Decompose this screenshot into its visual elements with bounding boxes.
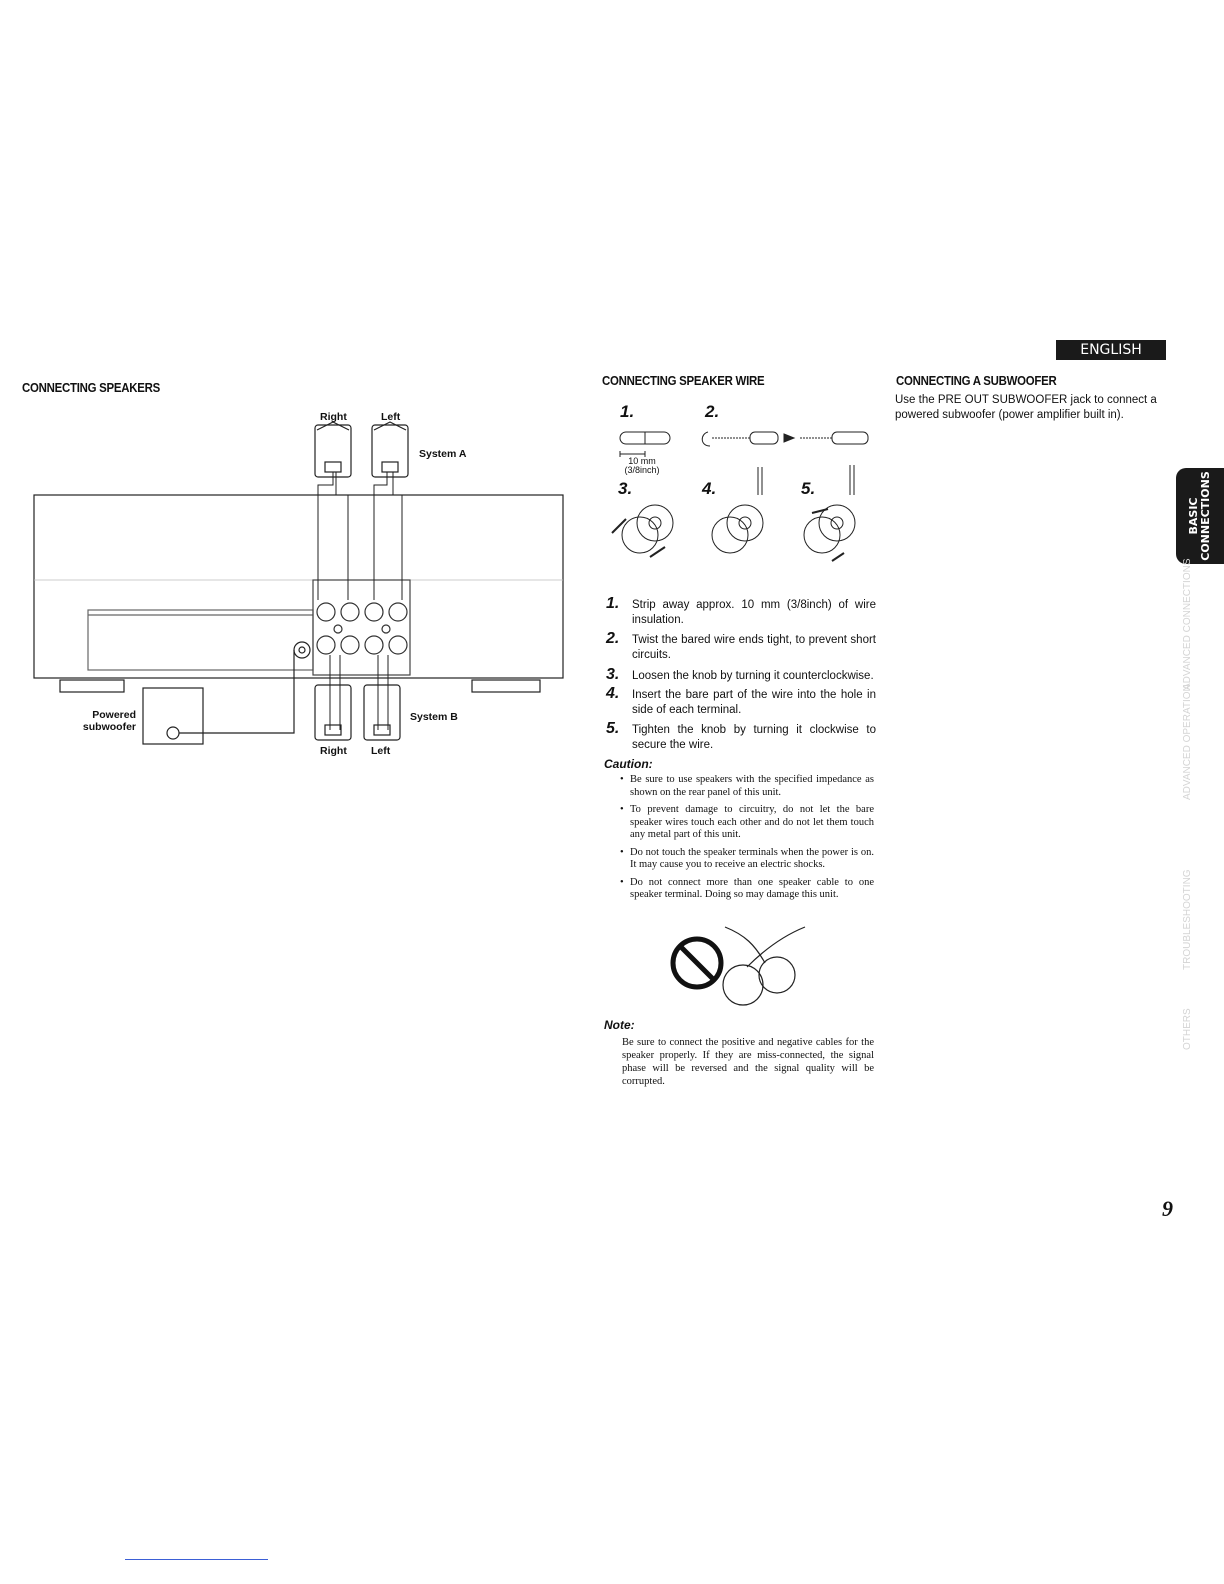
subwoofer-title: CONNECTING A SUBWOOFER	[896, 373, 1057, 388]
caution-item: Do not connect more than one speaker cab…	[620, 877, 874, 902]
figure-step-1: 1.	[620, 402, 635, 421]
section-tab-basic-connections[interactable]: BASIC CONNECTIONS	[1176, 468, 1224, 564]
receiver-rear-panel	[33, 494, 564, 679]
speaker-left-b	[363, 684, 401, 741]
dimension-mm: 10 mm	[628, 456, 656, 466]
step-number: 2.	[606, 630, 620, 647]
speaker-right-a	[314, 424, 352, 478]
language-tab: ENGLISH	[1056, 340, 1166, 360]
step-item-3: 3. Loosen the knob by turning it counter…	[606, 666, 876, 684]
faded-tab-advanced-operation: ADVANCED OPERATION	[1182, 684, 1193, 800]
no-multiple-cables-illustration	[670, 926, 806, 1006]
dimension-inch: (3/8inch)	[624, 465, 660, 475]
powered-subwoofer	[142, 687, 204, 745]
step-item-4: 4. Insert the bare part of the wire into…	[606, 685, 876, 718]
caution-item: To prevent damage to circuitry, do not l…	[620, 804, 874, 842]
figure-step-3: 3.	[618, 479, 633, 498]
receiver-foot-left	[59, 679, 125, 693]
figure-step-4: 4.	[702, 479, 717, 498]
step-item-5: 5. Tighten the knob by turning it clockw…	[606, 720, 876, 753]
footer-line	[125, 1559, 268, 1560]
step-number: 5.	[606, 720, 620, 737]
step-text: Loosen the knob by turning it counterclo…	[632, 670, 874, 682]
prohibited-icon	[670, 936, 724, 990]
label-left-b: Left	[371, 745, 391, 757]
step-text: Tighten the knob by turning it clockwise…	[632, 724, 876, 751]
step-number: 3.	[606, 666, 620, 683]
pre-out-subwoofer-jack	[293, 641, 311, 659]
figure-step-5: 5.	[801, 479, 816, 498]
caution-item: Do not touch the speaker terminals when …	[620, 847, 874, 872]
wire-steps-illustration	[611, 431, 869, 562]
connecting-speakers-title: CONNECTING SPEAKERS	[22, 380, 161, 395]
speaker-left-a	[371, 424, 409, 478]
label-system-b: System B	[410, 711, 458, 723]
figure-step-2: 2.	[705, 402, 720, 421]
page-number: 9	[1162, 1196, 1173, 1221]
caution-list: Be sure to use speakers with the specifi…	[620, 774, 874, 907]
step-item-1: 1. Strip away approx. 10 mm (3/8inch) of…	[606, 595, 876, 628]
faded-tab-troubleshooting: TROUBLESHOOTING	[1182, 869, 1193, 970]
step-number: 4.	[606, 685, 620, 702]
caution-title: Caution:	[604, 757, 653, 771]
speaker-right-b	[314, 684, 352, 741]
label-system-a: System A	[419, 448, 467, 460]
step-text: Twist the bared wire ends tight, to prev…	[632, 634, 876, 661]
receiver-foot-right	[471, 679, 541, 693]
label-right-a: Right	[320, 411, 347, 423]
speaker-connection-diagram	[33, 421, 564, 745]
faded-tab-advanced-connections: ADVANCED CONNECTIONS	[1182, 558, 1193, 691]
step-text: Strip away approx. 10 mm (3/8inch) of wi…	[632, 599, 876, 626]
subwoofer-text: Use the PRE OUT SUBWOOFER jack to connec…	[895, 394, 1157, 421]
step-number: 1.	[606, 595, 620, 612]
faded-tab-others: OTHERS	[1182, 1008, 1193, 1050]
step-item-2: 2. Twist the bared wire ends tight, to p…	[606, 630, 876, 663]
step-text: Insert the bare part of the wire into th…	[632, 689, 876, 716]
label-powered-subwoofer: Powered subwoofer	[82, 709, 136, 733]
caution-item: Be sure to use speakers with the specifi…	[620, 774, 874, 799]
note-title: Note:	[604, 1018, 635, 1032]
dimension-label: 10 mm (3/8inch)	[620, 457, 664, 475]
speaker-wire-title: CONNECTING SPEAKER WIRE	[602, 373, 765, 388]
label-left-a: Left	[381, 411, 401, 423]
section-tab-line2: CONNECTIONS	[1199, 471, 1212, 561]
section-tab-label: BASIC CONNECTIONS	[1187, 471, 1212, 561]
note-text: Be sure to connect the positive and nega…	[622, 1037, 874, 1087]
label-right-b: Right	[320, 745, 347, 757]
